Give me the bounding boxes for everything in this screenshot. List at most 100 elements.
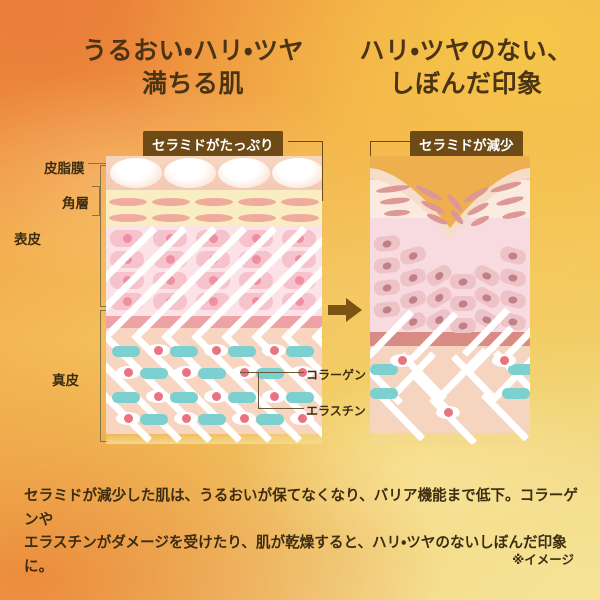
fibroblast-nucleus-damaged bbox=[397, 356, 407, 365]
fibroblast-damaged bbox=[492, 354, 516, 367]
epidermis-nucleus bbox=[252, 255, 261, 264]
elastin-fiber-damaged bbox=[370, 364, 398, 375]
elastin-fiber bbox=[228, 392, 256, 403]
callout-collagen-line bbox=[258, 372, 304, 374]
fibroblast-nucleus-damaged bbox=[499, 356, 509, 365]
elastin-fiber bbox=[256, 368, 284, 379]
fibroblast bbox=[116, 366, 140, 379]
fibroblast-nucleus bbox=[239, 414, 249, 423]
elastin-fiber bbox=[256, 414, 284, 425]
fibroblast bbox=[116, 412, 140, 425]
epidermis-nucleus-damaged bbox=[481, 270, 493, 281]
heading-right: ハリ・ツヤのない、 しぼんだ印象 bbox=[359, 36, 573, 98]
epidermis-nucleus-damaged bbox=[457, 299, 469, 308]
epidermis-cell-damaged bbox=[450, 274, 476, 289]
epidermis-nucleus bbox=[166, 276, 175, 285]
epidermis-nucleus-damaged bbox=[508, 251, 518, 260]
elastin-fiber bbox=[198, 368, 226, 379]
fibroblast-nucleus-damaged bbox=[443, 408, 453, 417]
elastin-fiber bbox=[170, 392, 198, 403]
right-arrow-icon bbox=[328, 298, 362, 322]
fibroblast-nucleus bbox=[211, 346, 221, 355]
fibroblast bbox=[174, 412, 198, 425]
ribbon-right-leader bbox=[370, 141, 410, 143]
elastin-fiber bbox=[228, 346, 256, 357]
ribbon-left-leader bbox=[288, 141, 323, 143]
sebum-dome bbox=[164, 158, 216, 188]
stratum-corneum-bracket bbox=[92, 186, 100, 216]
corneum-cell bbox=[281, 214, 319, 222]
ribbon-left-leader-vertical bbox=[321, 141, 323, 201]
elastin-fiber bbox=[112, 346, 140, 357]
layer-label-sebum-film: 皮脂膜 bbox=[44, 161, 85, 177]
elastin-fiber bbox=[140, 414, 168, 425]
fibroblast-damaged bbox=[436, 406, 460, 419]
ribbon-label-right: セラミドが減少 bbox=[410, 131, 523, 158]
footnote: ※イメージ bbox=[512, 552, 574, 567]
fibroblast bbox=[146, 344, 170, 357]
epidermis-nucleus-damaged bbox=[508, 317, 518, 326]
elastin-fiber-damaged bbox=[508, 364, 530, 375]
sebum-dome bbox=[110, 158, 162, 188]
fibroblast bbox=[174, 366, 198, 379]
elastin-fiber bbox=[286, 392, 314, 403]
heading-left: うるおい・ハリ・ツヤ 満ちる肌 bbox=[81, 36, 304, 98]
corneum-cell bbox=[152, 214, 190, 222]
fibroblast-damaged bbox=[390, 354, 414, 367]
epidermis-nucleus-damaged bbox=[407, 272, 419, 283]
fibroblast bbox=[204, 344, 228, 357]
epidermis-nucleus bbox=[209, 234, 218, 243]
epidermis-nucleus-damaged bbox=[381, 238, 393, 249]
callout-label-collagen: コラーゲン bbox=[306, 368, 367, 382]
sebum-dome bbox=[218, 158, 270, 188]
elastin-fiber bbox=[170, 346, 198, 357]
epidermis-nucleus bbox=[166, 255, 175, 264]
fibroblast-nucleus bbox=[153, 392, 163, 401]
elastin-fiber-damaged bbox=[370, 388, 398, 399]
fibroblast bbox=[290, 412, 314, 425]
wrinkle-fissure-shape bbox=[370, 156, 530, 240]
epidermis-nucleus bbox=[295, 276, 304, 285]
dermo-epidermal-junction-damaged bbox=[370, 332, 530, 346]
corneum-cell bbox=[109, 214, 147, 222]
corneum-cell bbox=[152, 198, 190, 206]
dermis-bracket bbox=[100, 310, 109, 442]
corneum-cell bbox=[195, 198, 233, 206]
epidermis-cell-damaged bbox=[450, 296, 476, 311]
skin-diagram-healthy bbox=[106, 156, 322, 444]
fibroblast-nucleus bbox=[123, 414, 133, 423]
fibroblast bbox=[204, 390, 228, 403]
fibroblast-nucleus bbox=[211, 392, 221, 401]
epidermis-nucleus-damaged bbox=[433, 291, 445, 304]
fibroblast-nucleus bbox=[269, 346, 279, 355]
fibroblast-nucleus bbox=[153, 346, 163, 355]
elastin-fiber-damaged bbox=[502, 388, 530, 399]
epidermis-nucleus-damaged bbox=[381, 282, 393, 293]
epidermis-nucleus bbox=[295, 297, 304, 306]
fibroblast-nucleus bbox=[181, 414, 191, 423]
callout-elastin-line bbox=[258, 408, 304, 410]
epidermis-nucleus-damaged bbox=[508, 295, 518, 304]
fibroblast bbox=[146, 390, 170, 403]
fibroblast-nucleus bbox=[181, 368, 191, 377]
fibroblast bbox=[262, 390, 286, 403]
layer-label-epidermis: 表皮 bbox=[14, 232, 41, 248]
epidermis-nucleus bbox=[209, 276, 218, 285]
callout-label-elastin: エラスチン bbox=[306, 404, 366, 418]
corneum-cell bbox=[109, 198, 147, 206]
epidermis-nucleus bbox=[123, 234, 132, 243]
corneum-cell bbox=[238, 214, 276, 222]
epidermis-nucleus-damaged bbox=[508, 273, 518, 282]
epidermis-nucleus bbox=[252, 234, 261, 243]
body-copy: セラミドが減少した肌は、うるおいが保てなくなり、バリア機能まで低下。コラーゲンや… bbox=[24, 487, 578, 575]
ribbon-label-left: セラミドがたっぷり bbox=[143, 131, 283, 158]
epidermis-nucleus-damaged bbox=[407, 294, 419, 305]
epidermis-nucleus bbox=[123, 297, 132, 306]
sebum-film-tick bbox=[88, 163, 108, 165]
elastin-fiber bbox=[112, 392, 140, 403]
fibroblast-nucleus bbox=[297, 414, 307, 423]
epidermis-nucleus bbox=[209, 297, 218, 306]
layer-label-stratum-corneum: 角層 bbox=[62, 196, 89, 212]
epidermis-cell-damaged bbox=[450, 318, 476, 333]
